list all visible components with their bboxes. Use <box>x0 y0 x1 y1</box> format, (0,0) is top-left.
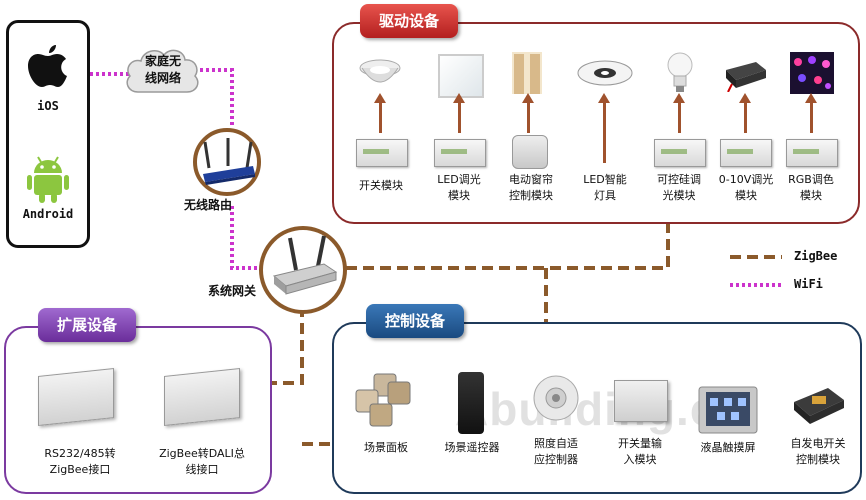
drive-item-label: 开关模块 <box>359 179 403 192</box>
cloud-label: 家庭无 线网络 <box>144 54 181 85</box>
drive-arrow-2 <box>453 93 465 133</box>
drive-item-label: 0-10V调光 模块 <box>718 173 774 202</box>
light-sensor-icon <box>533 375 579 421</box>
ios-label: iOS <box>37 99 59 113</box>
legend-wifi-label: WiFi <box>794 277 823 291</box>
self-powered-switch-icon <box>794 388 844 424</box>
drive-arrow-4 <box>598 93 610 163</box>
ctrl-item-label: 场景面板 <box>364 441 408 454</box>
drive-item-label: LED调光 模块 <box>437 173 481 202</box>
wireless-router-icon <box>203 138 255 185</box>
drive-arrow-7 <box>805 93 817 133</box>
router-label: 无线路由 <box>183 198 232 212</box>
router-ring <box>193 128 261 196</box>
ctrl-item-label: 液晶触摸屏 <box>700 441 756 454</box>
drive-item-label: LED智能 灯具 <box>583 173 627 202</box>
drive-item-label: RGB调色 模块 <box>788 173 834 202</box>
rs232-interface-image <box>38 368 114 426</box>
android-icon <box>27 156 69 203</box>
ctrl-item-label: 场景遥控器 <box>444 441 500 454</box>
switch-module-image <box>356 139 408 167</box>
ext-item-label: RS232/485转 ZigBee接口 <box>44 447 116 476</box>
dali-interface-image <box>164 368 240 426</box>
home-wifi-cloud-icon <box>126 49 199 93</box>
ctrl-item-label: 照度自适 应控制器 <box>534 437 578 466</box>
drive-arrow-6 <box>739 93 751 133</box>
drive-devices-title: 驱动设备 <box>360 4 458 38</box>
scr-dimmer-module-image <box>654 139 706 167</box>
led-dimmer-module-image <box>434 139 486 167</box>
touchscreen-icon <box>698 386 758 434</box>
zigbee-line-gateway-ext <box>272 306 304 385</box>
android-label: Android <box>22 207 74 221</box>
control-devices-title: 控制设备 <box>366 304 464 338</box>
watermark: Abuilding.cn <box>455 383 746 435</box>
drive-item-label: 可控硅调 光模块 <box>657 173 701 202</box>
rgb-strip-icon <box>790 52 834 94</box>
wifi-line-cloud-router <box>200 68 234 128</box>
legend-zigbee-label: ZigBee <box>794 249 838 263</box>
scene-panel-icon <box>355 373 411 427</box>
drive-item-label: 电动窗帘 控制模块 <box>509 173 553 202</box>
mobile-devices-box: iOS Android <box>6 20 90 248</box>
led-panel-icon <box>438 54 484 98</box>
zigbee-line-gateway-drive <box>346 224 670 270</box>
apple-icon <box>28 45 67 87</box>
control-devices-box <box>332 322 862 494</box>
drive-arrow-5 <box>673 93 685 133</box>
extension-devices-title: 扩展设备 <box>38 308 136 342</box>
curtain-icon <box>512 52 542 94</box>
curtain-controller-image <box>512 135 548 169</box>
scene-remote-image <box>458 372 484 434</box>
dimmer-box-icon <box>726 62 766 92</box>
wifi-line-router-gateway <box>230 206 268 270</box>
ext-item-label: ZigBee转DALI总 线接口 <box>159 447 245 476</box>
ctrl-item-label: 自发电开关 控制模块 <box>790 437 846 466</box>
smart-lamp-ring-icon <box>577 60 633 86</box>
switch-input-module-image <box>614 380 668 422</box>
ctrl-item-label: 开关量输 入模块 <box>618 437 662 466</box>
bulb-icon <box>667 52 693 92</box>
drive-arrow-3 <box>522 93 534 133</box>
gateway-label: 系统网关 <box>207 284 256 298</box>
downlight-icon <box>359 59 401 83</box>
drive-arrow-1 <box>374 93 386 133</box>
gateway-device-icon <box>272 235 338 295</box>
drive-devices-box <box>332 22 860 224</box>
0-10v-dimmer-module-image <box>720 139 772 167</box>
rgb-module-image <box>786 139 838 167</box>
